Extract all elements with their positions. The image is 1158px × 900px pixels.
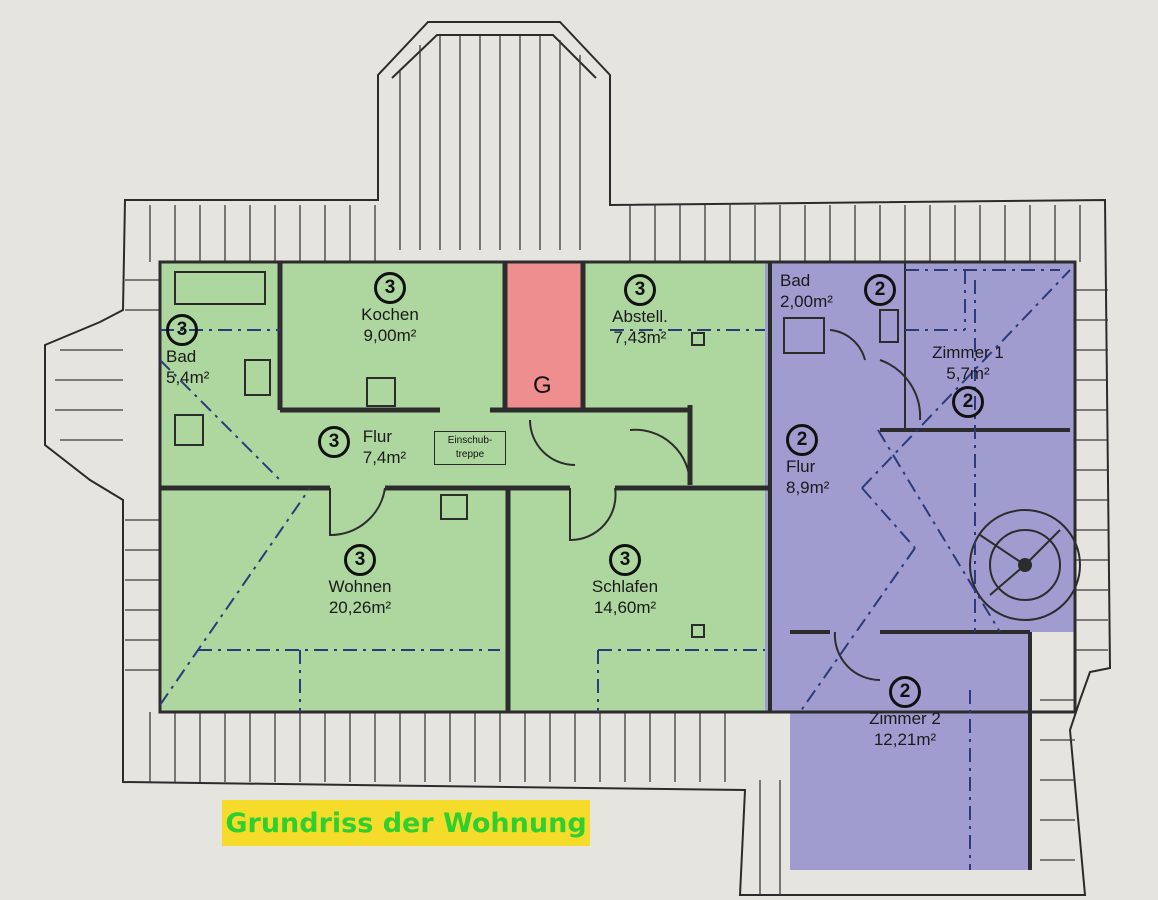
room-abstell: 3 Abstell. 7,43m²	[590, 274, 690, 348]
room-flur-2: 2 Flur 8,9m²	[786, 424, 836, 498]
room-area: 14,60m²	[593, 598, 657, 617]
room-zimmer-1: Zimmer 1 5,7m² 2	[928, 342, 1008, 418]
fixtures	[174, 271, 899, 638]
room-area: 20,26m²	[328, 598, 392, 617]
walls	[158, 260, 1077, 870]
room-flur-3: 3 Flur 7,4m²	[318, 426, 433, 468]
door-swings	[329, 329, 922, 682]
unit-3-badge: 3	[624, 274, 656, 306]
room-name: Schlafen	[591, 577, 659, 596]
stair-g-label: G	[533, 372, 552, 399]
room-name: Kochen	[361, 305, 419, 324]
room-name: Wohnen	[328, 577, 392, 596]
unit-2-badge: 2	[889, 676, 921, 708]
room-zimmer-2: 2 Zimmer 2 12,21m²	[855, 676, 955, 750]
unit-3-badge: 3	[318, 426, 350, 458]
room-area: 12,21m²	[873, 730, 937, 749]
room-area: 7,4m²	[362, 448, 407, 467]
page-title: Grundriss der Wohnung	[225, 807, 587, 839]
unit-2-badge: 2	[864, 274, 896, 306]
room-name: Bad	[166, 347, 197, 366]
stair-g	[505, 262, 583, 412]
apartment-2-area	[765, 262, 1075, 870]
room-area: 5,4m²	[166, 368, 210, 387]
room-area: 8,9m²	[786, 478, 830, 497]
room-area: 2,00m²	[780, 292, 833, 311]
unit-2-badge: 2	[952, 386, 984, 418]
room-bad-2-badge-wrap: 2	[864, 274, 896, 306]
room-area: 9,00m²	[363, 326, 417, 345]
room-schlafen: 3 Schlafen 14,60m²	[570, 544, 680, 618]
einschubtreppe-label: Einschub- treppe	[434, 431, 506, 465]
room-name: Zimmer 2	[869, 709, 941, 728]
room-name: Bad	[780, 271, 811, 290]
unit-3-badge: 3	[609, 544, 641, 576]
room-area: 5,7m²	[946, 364, 990, 383]
unit-3-badge: 3	[344, 544, 376, 576]
room-name: Abstell.	[612, 307, 668, 326]
room-name: Flur	[362, 427, 393, 446]
unit-3-badge: 3	[166, 314, 198, 346]
spiral-stair	[969, 509, 1081, 621]
roof-hatching	[55, 35, 1108, 895]
room-name: Flur	[786, 457, 816, 476]
einschub-line2: treppe	[455, 449, 485, 460]
title-banner: Grundriss der Wohnung	[222, 800, 590, 846]
room-bad-2: Bad 2,00m²	[780, 270, 850, 312]
einschub-line1: Einschub-	[447, 435, 493, 446]
room-area: 7,43m²	[613, 328, 667, 347]
room-kochen: 3 Kochen 9,00m²	[335, 272, 445, 346]
room-bad-3: 3 Bad 5,4m²	[166, 314, 226, 388]
roof-outline	[44, 21, 1112, 896]
unit-3-badge: 3	[374, 272, 406, 304]
unit-2-badge: 2	[786, 424, 818, 456]
room-wohnen: 3 Wohnen 20,26m²	[305, 544, 415, 618]
room-name: Zimmer 1	[932, 343, 1004, 362]
